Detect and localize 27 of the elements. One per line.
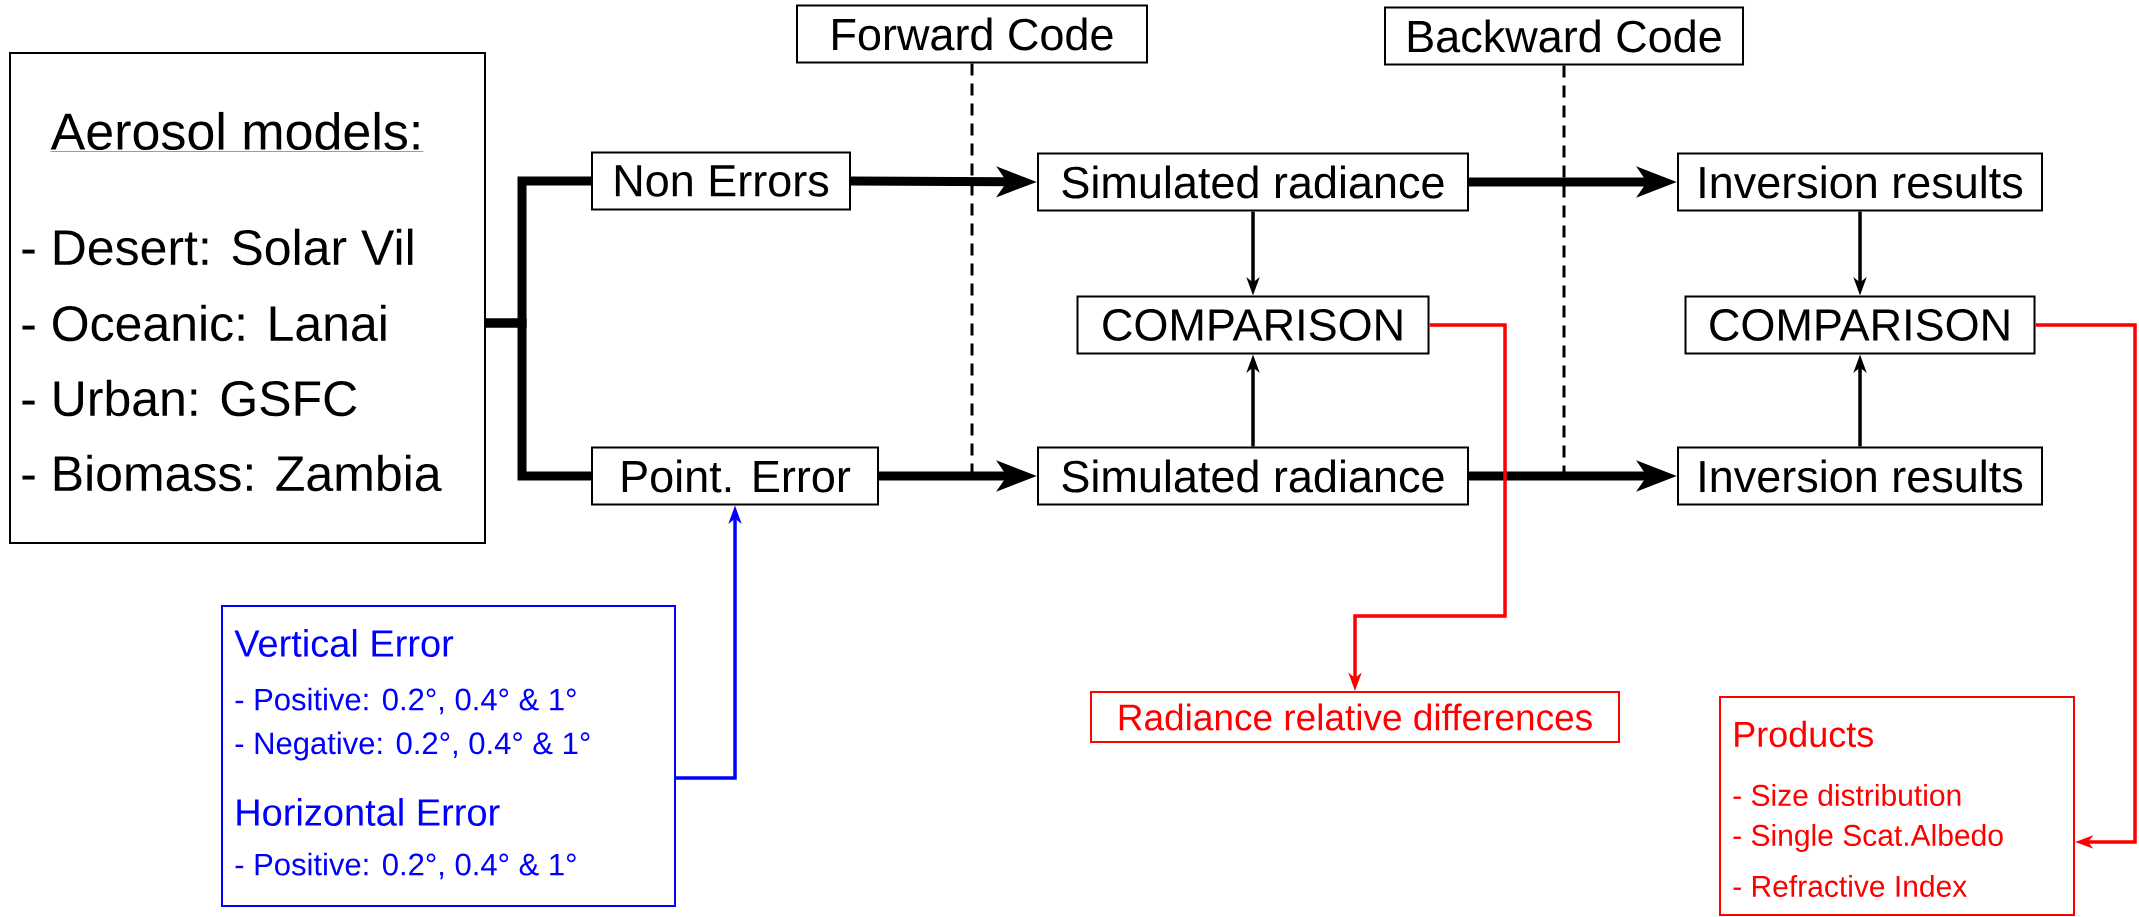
connector-line <box>486 318 591 481</box>
heading: Products <box>1735 720 1873 748</box>
list-item: - Refractive Index <box>1733 875 1967 897</box>
list-item: - Negative: 0.2°, 0.4° & 1° <box>235 731 590 761</box>
list-item: - Biomass: Zambia <box>22 454 442 492</box>
process-box: Non Errors <box>591 151 851 211</box>
list-item: - Desert: Solar Vil <box>22 228 413 266</box>
list-item: - Oceanic: Lanai <box>22 304 386 342</box>
process-box: Simulated radiance <box>1037 152 1469 212</box>
label-box: Backward Code <box>1384 6 1744 66</box>
list-item: - Positive: 0.2°, 0.4° & 1° <box>235 852 576 880</box>
heading: Aerosol models: <box>50 111 424 152</box>
process-box: COMPARISON <box>1684 295 2036 355</box>
heading: Horizontal Error <box>237 798 500 826</box>
label-box: Forward Code <box>796 4 1148 64</box>
arrow <box>2035 323 2137 849</box>
list-item: - Positive: 0.2°, 0.4° & 1° <box>235 687 576 715</box>
process-box: Simulated radiance <box>1037 446 1469 506</box>
heading: Vertical Error <box>234 629 454 657</box>
list-item: - Urban: GSFC <box>22 379 357 417</box>
list-item: - Size distribution <box>1733 784 1961 806</box>
process-box: Inversion results <box>1677 446 2043 506</box>
process-box: Inversion results <box>1677 152 2043 212</box>
list-item: - Single Scat.Albedo <box>1733 824 2003 852</box>
process-box: COMPARISON <box>1076 295 1430 355</box>
output-box: Radiance relative differences <box>1090 691 1620 743</box>
process-box: Point. Error <box>591 446 879 506</box>
